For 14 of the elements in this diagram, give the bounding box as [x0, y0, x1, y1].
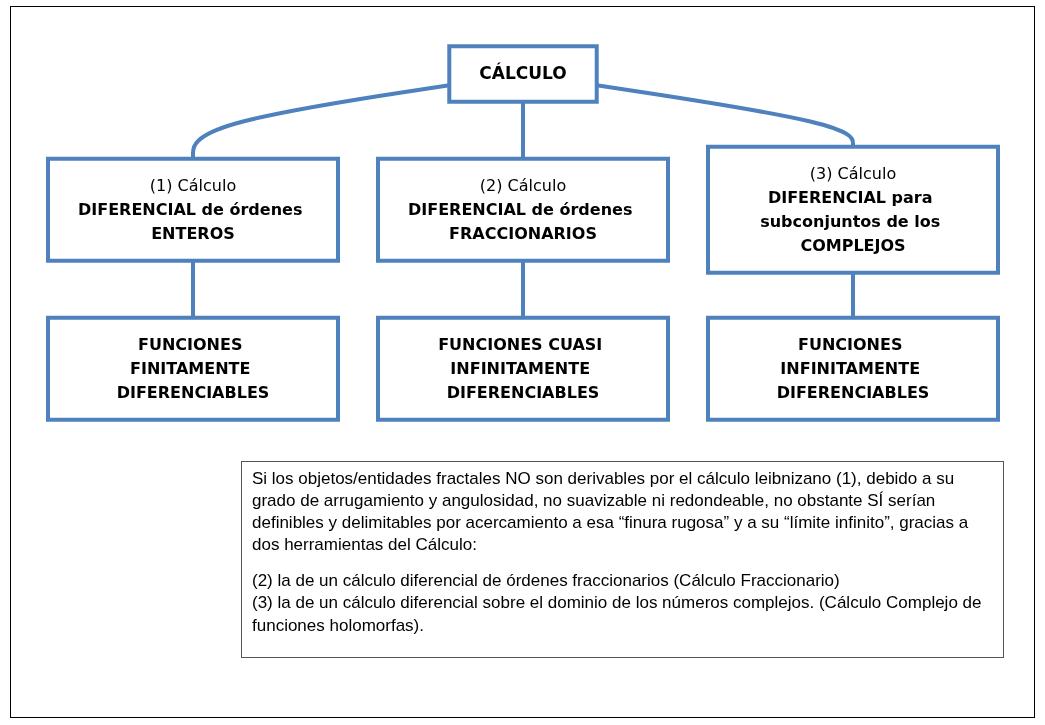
node-box: CÁLCULO	[446, 44, 599, 104]
node-box: (2) Cálculo DIFERENCIAL de órdenes FRACCIONARIOS	[375, 156, 670, 263]
note-text: (3) la de un cálculo diferencial sobre el dominio de los números complejos. (Cálculo Complejo de funciones holomorfas).	[252, 592, 983, 637]
node-box: (1) Cálculo DIFERENCIAL de órdenes ENTEROS	[45, 156, 340, 263]
node-box: FUNCIONES CUASI INFINITAMENTE DIFERENCIABLES	[375, 315, 670, 422]
connector	[850, 272, 855, 318]
note-text: Si los objetos/entidades fractales NO son derivables por el cálculo leibnizano (1), debido a su grado de arrugamiento y angulosidad, no suavizable ni redondeable, no obstante SÍ serían definibles y delimitables por acercamiento a esa “finura rugosa” y a su “límite infinito”, gracias a dos herramientas del Cálculo:	[252, 468, 970, 557]
note-text: (2) la de un cálculo diferencial de órdenes fraccionarios (Cálculo Fraccionario)	[252, 570, 841, 593]
node-box: (3) Cálculo DIFERENCIAL para subconjuntos de los COMPLEJOS	[705, 144, 1000, 275]
node-box: FUNCIONES FINITAMENTE DIFERENCIABLES	[45, 315, 340, 422]
node-box: FUNCIONES INFINITAMENTE DIFERENCIABLES	[705, 315, 1000, 422]
connector	[520, 260, 525, 318]
connector	[190, 260, 195, 318]
connector	[520, 101, 525, 159]
